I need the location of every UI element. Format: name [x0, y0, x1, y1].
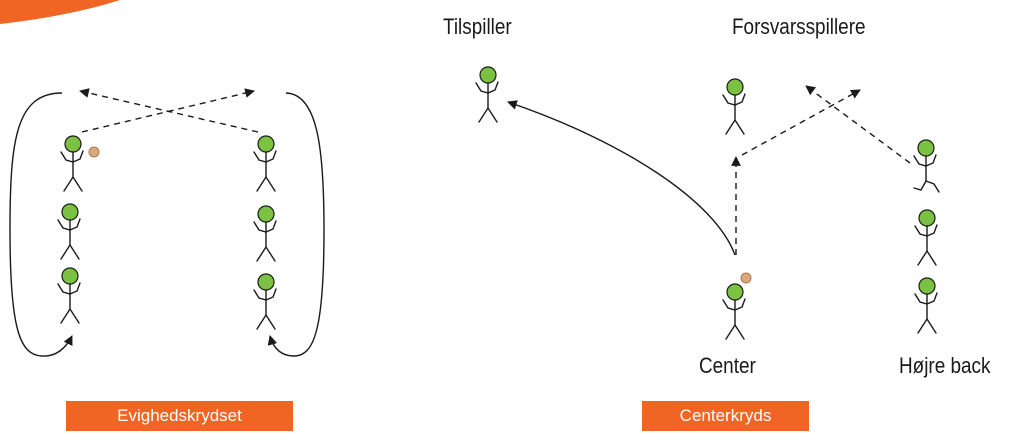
ball-icon: [740, 272, 752, 284]
player-left-column-2: [57, 203, 81, 260]
player-right-back-3: [914, 277, 938, 334]
back-cross-arrow: [805, 85, 911, 164]
player-center: [722, 272, 752, 340]
player-setter: [475, 66, 499, 123]
player-defender: [722, 78, 746, 135]
drill-tag-right: Centerkryds: [642, 401, 809, 431]
center-cross-arrow: [741, 89, 861, 156]
setter-label: Tilspiller: [443, 14, 512, 39]
left-return-arrow: [9, 92, 73, 357]
right-return-arrow: [267, 92, 325, 357]
corner-swoosh: [0, 0, 120, 24]
player-right-column-2: [253, 205, 277, 262]
player-right-back-2: [914, 209, 938, 266]
drill-tag-left: Evighedskrydset: [66, 401, 293, 431]
right-back-label: Højre back: [899, 353, 991, 378]
player-right-back-running: [913, 139, 940, 193]
center-label: Center: [699, 353, 756, 378]
player-right-column-3: [253, 273, 277, 330]
cross-run-arrow: [79, 88, 259, 133]
player-left-column-3: [57, 267, 81, 324]
pass-to-setter-arrow: [507, 100, 736, 256]
player-right-column-1: [253, 135, 277, 192]
player-left-column-1: [60, 135, 100, 192]
ball-icon: [88, 146, 100, 158]
defenders-label: Forsvarsspillere: [732, 14, 866, 39]
